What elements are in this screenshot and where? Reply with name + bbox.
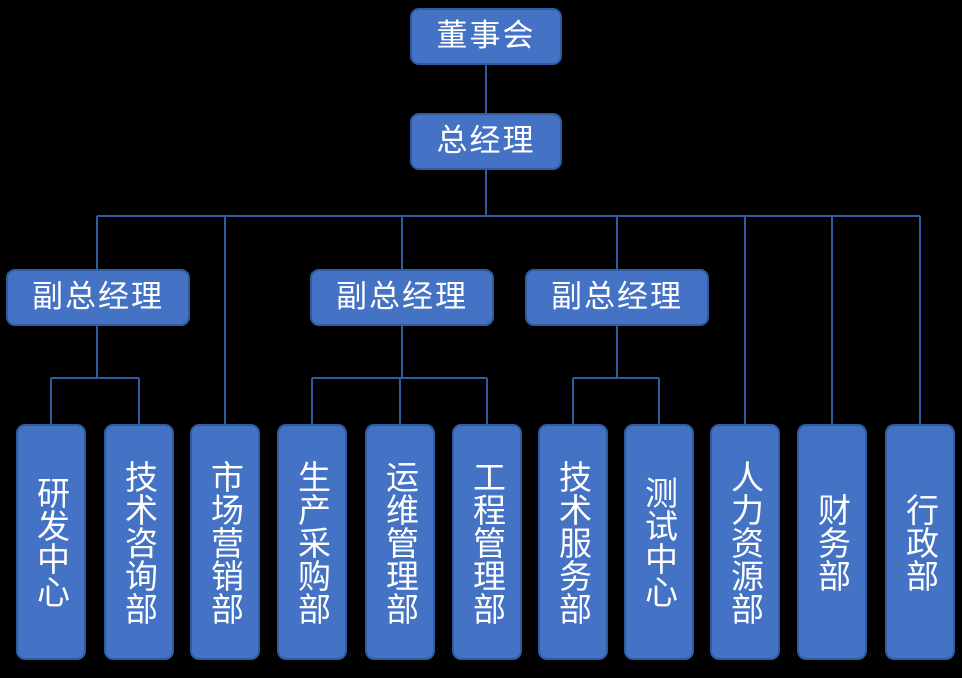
node-dept-3-label: 市场营销部 bbox=[205, 459, 245, 625]
node-deputy-1[interactable]: 副总经理 bbox=[6, 269, 190, 326]
node-general-manager[interactable]: 总经理 bbox=[410, 113, 562, 170]
node-dept-4-label: 生产采购部 bbox=[292, 459, 332, 625]
node-dept-7-label: 技术服务部 bbox=[553, 459, 593, 625]
node-deputy-3-label: 副总经理 bbox=[551, 279, 683, 316]
node-dept-1-label: 研发中心 bbox=[31, 476, 71, 608]
node-deputy-2-label: 副总经理 bbox=[336, 279, 468, 316]
node-dept-8[interactable]: 测试中心 bbox=[624, 424, 694, 660]
node-dept-1[interactable]: 研发中心 bbox=[16, 424, 86, 660]
node-dept-4[interactable]: 生产采购部 bbox=[277, 424, 347, 660]
node-board[interactable]: 董事会 bbox=[410, 8, 562, 65]
node-dept-9-label: 人力资源部 bbox=[725, 459, 765, 625]
node-general-manager-label: 总经理 bbox=[436, 123, 536, 160]
node-dept-3[interactable]: 市场营销部 bbox=[190, 424, 260, 660]
node-dept-11-label: 行政部 bbox=[900, 492, 940, 592]
node-deputy-2[interactable]: 副总经理 bbox=[310, 269, 494, 326]
node-dept-2-label: 技术咨询部 bbox=[119, 459, 159, 625]
node-dept-5-label: 运维管理部 bbox=[380, 459, 420, 625]
node-deputy-1-label: 副总经理 bbox=[32, 279, 164, 316]
node-board-label: 董事会 bbox=[436, 18, 536, 55]
node-dept-9[interactable]: 人力资源部 bbox=[710, 424, 780, 660]
node-dept-6[interactable]: 工程管理部 bbox=[452, 424, 522, 660]
node-dept-6-label: 工程管理部 bbox=[467, 459, 507, 625]
node-dept-11[interactable]: 行政部 bbox=[885, 424, 955, 660]
node-dept-8-label: 测试中心 bbox=[639, 476, 679, 608]
node-dept-2[interactable]: 技术咨询部 bbox=[104, 424, 174, 660]
node-deputy-3[interactable]: 副总经理 bbox=[525, 269, 709, 326]
node-dept-5[interactable]: 运维管理部 bbox=[365, 424, 435, 660]
node-dept-10[interactable]: 财务部 bbox=[797, 424, 867, 660]
node-dept-10-label: 财务部 bbox=[812, 492, 852, 592]
node-dept-7[interactable]: 技术服务部 bbox=[538, 424, 608, 660]
